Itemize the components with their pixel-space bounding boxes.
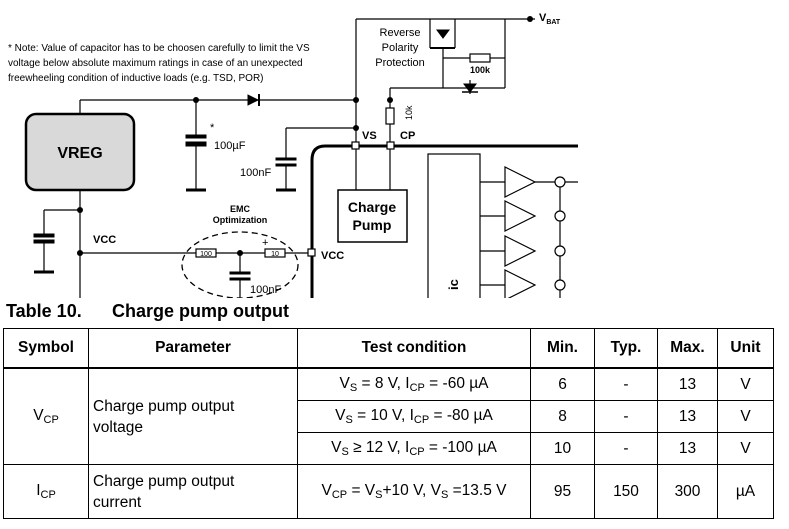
max-cell: 13 bbox=[657, 400, 718, 433]
emc-label-2: Optimization bbox=[213, 215, 268, 225]
cap-100uf-label: 100µF bbox=[214, 140, 246, 152]
min-cell: 6 bbox=[530, 367, 595, 401]
vcc-right-label: VCC bbox=[321, 250, 344, 262]
table-number: Table 10. bbox=[6, 301, 82, 321]
table-row: VS ≥ 12 V, ICP = -100 µA 10 - 13 V bbox=[4, 432, 774, 465]
logic-label-fragment: ic bbox=[446, 279, 461, 290]
circuit-schematic: * Note: Value of capacitor has to be cho… bbox=[8, 12, 578, 298]
reverse-polarity-label-2: Polarity bbox=[382, 42, 419, 54]
max-cell: 300 bbox=[657, 464, 718, 519]
header-unit: Unit bbox=[717, 328, 774, 369]
table-header-row: Symbol Parameter Test condition Min. Typ… bbox=[3, 328, 774, 369]
min-cell: 8 bbox=[530, 400, 595, 433]
max-cell: 13 bbox=[657, 367, 718, 401]
reverse-polarity-label-1: Reverse bbox=[380, 27, 421, 39]
header-min: Min. bbox=[530, 328, 595, 369]
typ-cell: - bbox=[594, 400, 658, 433]
header-test-condition: Test condition bbox=[297, 328, 531, 369]
test-condition-cell: VS = 8 V, ICP = -60 µA bbox=[297, 367, 531, 401]
note-line-2: voltage below absolute maximum ratings i… bbox=[8, 58, 303, 69]
header-parameter: Parameter bbox=[88, 328, 298, 369]
resistor-10-label: 10 bbox=[271, 251, 279, 258]
unit-cell: V bbox=[717, 367, 774, 401]
charge-pump-output-table: Symbol Parameter Test condition Min. Typ… bbox=[3, 328, 774, 519]
cap-100nf-bottom-label: 100nF bbox=[250, 284, 281, 296]
pin-vs-label: VS bbox=[362, 130, 377, 142]
vreg-label: VREG bbox=[57, 145, 102, 162]
header-symbol: Symbol bbox=[3, 328, 89, 369]
resistor-100k-label: 100k bbox=[470, 65, 491, 75]
unit-cell: V bbox=[717, 400, 774, 433]
table-title: Charge pump output bbox=[112, 301, 289, 321]
min-cell: 10 bbox=[530, 432, 595, 465]
symbol-icp: ICP bbox=[3, 464, 89, 519]
note-line-1: * Note: Value of capacitor has to be cho… bbox=[8, 43, 310, 54]
asterisk-label: * bbox=[210, 122, 215, 134]
charge-pump-label-1: Charge bbox=[348, 199, 396, 215]
typ-cell: - bbox=[594, 432, 658, 465]
typ-cell: - bbox=[594, 367, 658, 401]
cap-100nf-top-label: 100nF bbox=[240, 167, 271, 179]
symbol-vcp: VCP bbox=[3, 367, 89, 465]
vcc-left-label: VCC bbox=[93, 234, 116, 246]
note-line-3: freewheeling condition of inductive load… bbox=[8, 73, 264, 84]
emc-label-1: EMC bbox=[230, 204, 251, 214]
charge-pump-label-2: Pump bbox=[353, 217, 392, 233]
reverse-polarity-label-3: Protection bbox=[375, 57, 425, 69]
test-condition-cell: VS ≥ 12 V, ICP = -100 µA bbox=[297, 432, 531, 465]
resistor-100-label: 100 bbox=[200, 251, 212, 258]
plus-label: + bbox=[262, 237, 268, 249]
resistor-10k-label: 10k bbox=[404, 105, 414, 120]
pin-cp-label: CP bbox=[400, 130, 415, 142]
typ-cell: 150 bbox=[594, 464, 658, 519]
unit-cell: V bbox=[717, 432, 774, 465]
header-max: Max. bbox=[657, 328, 718, 369]
vbat-label: VBAT bbox=[539, 12, 561, 26]
unit-cell: µA bbox=[717, 464, 774, 519]
max-cell: 13 bbox=[657, 432, 718, 465]
test-condition-cell: VS = 10 V, ICP = -80 µA bbox=[297, 400, 531, 433]
header-typ: Typ. bbox=[594, 328, 658, 369]
test-condition-cell: VCP = VS+10 V, VS =13.5 V bbox=[297, 464, 531, 519]
table-caption: Table 10. Charge pump output bbox=[6, 301, 289, 322]
min-cell: 95 bbox=[530, 464, 595, 519]
table-row: VS = 10 V, ICP = -80 µA 8 - 13 V bbox=[4, 400, 774, 433]
